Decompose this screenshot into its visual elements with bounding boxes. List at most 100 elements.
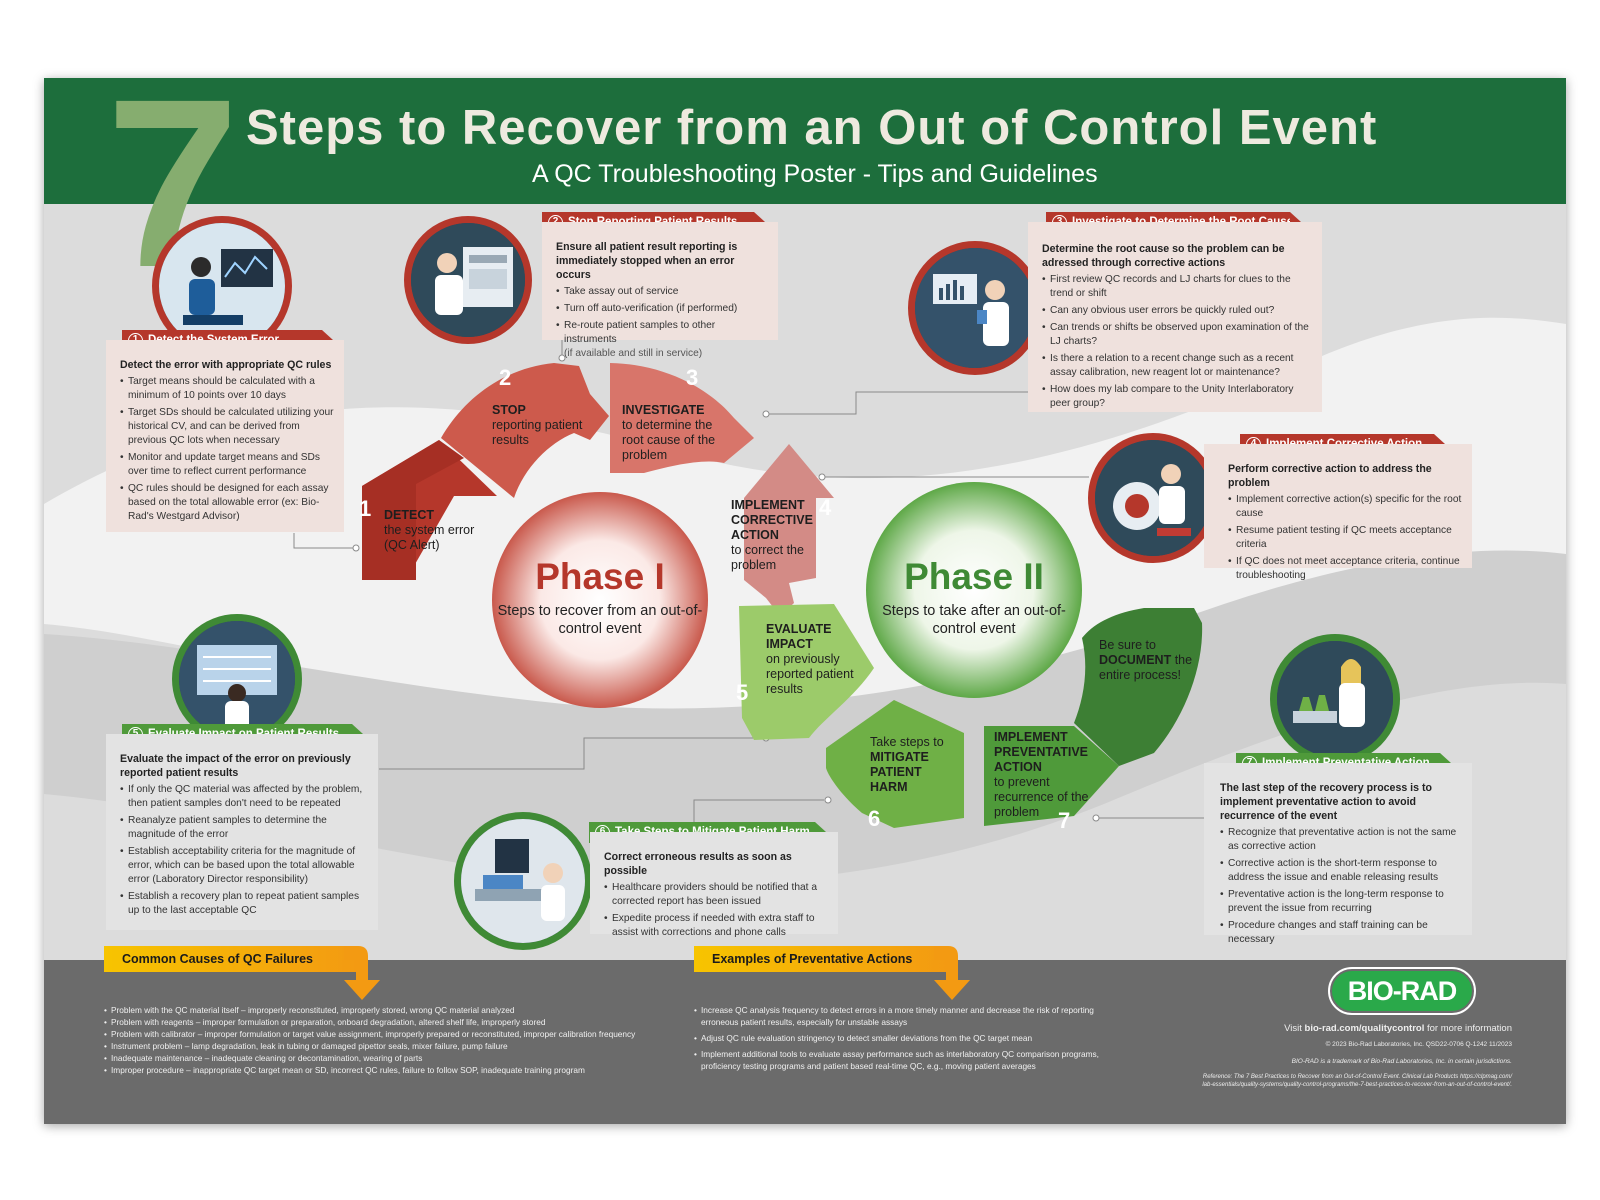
header-banner xyxy=(44,78,1566,204)
step-4-bullet: Implement corrective action(s) specific … xyxy=(1228,493,1462,521)
step-3-bullet: Can trends or shifts be observed upon ex… xyxy=(1042,321,1312,349)
phase-two-title: Phase II xyxy=(904,556,1044,597)
step-2-bullet: Take assay out of service xyxy=(556,285,768,299)
causes-list: Problem with the QC material itself – im… xyxy=(104,1004,664,1076)
step-2-illustration xyxy=(404,216,532,344)
step-6-illustration xyxy=(454,812,592,950)
segment-1-number: 1 xyxy=(359,496,372,521)
reference-line-1: Reference: The 7 Best Practices to Recov… xyxy=(1202,1074,1512,1080)
step-7-box: The last step of the recovery process is… xyxy=(1204,763,1472,945)
preventative-arrow-icon xyxy=(934,946,970,1000)
segment-7-number: 7 xyxy=(1058,808,1071,833)
step-1-bullet: Monitor and update target means and SDs … xyxy=(120,451,334,479)
preventative-item: Implement additional tools to evaluate a… xyxy=(694,1048,1104,1072)
cause-item: Inadequate maintenance – inadequate clea… xyxy=(104,1052,664,1064)
segment-3-shape xyxy=(610,363,754,473)
step-7-bullet: Recognize that preventative action is no… xyxy=(1220,826,1462,854)
trademark-text: BIO-RAD is a trademark of Bio-Rad Labora… xyxy=(1291,1058,1512,1065)
workstation-icon xyxy=(461,819,585,943)
segment-6-number: 6 xyxy=(868,806,881,831)
step-7-lead: The last step of the recovery process is… xyxy=(1220,782,1432,822)
step-3-bullet: Is there a relation to a recent change s… xyxy=(1042,352,1312,380)
step-6-bullet: Expedite process if needed with extra st… xyxy=(604,912,828,940)
preventative-item: Adjust QC rule evaluation stringency to … xyxy=(694,1032,1104,1044)
cause-item: Problem with the QC material itself – im… xyxy=(104,1004,664,1016)
step-2-bullet: Re-route patient samples to other instru… xyxy=(556,319,768,361)
centrifuge-icon xyxy=(1095,440,1211,556)
segment-7-shape xyxy=(984,726,1119,826)
step-5-bullet: Establish acceptability criteria for the… xyxy=(120,845,368,887)
preventative-item: Increase QC analysis frequency to detect… xyxy=(694,1004,1104,1028)
logo-ring xyxy=(1328,967,1476,1015)
poster-title: Steps to Recover from an Out of Control … xyxy=(246,101,1378,155)
step-1-lead: Detect the error with appropriate QC rul… xyxy=(120,359,332,371)
step-4-illustration xyxy=(1088,433,1218,563)
step-3-bullet: How does my lab compare to the Unity Int… xyxy=(1042,383,1312,411)
step-6-lead: Correct erroneous results as soon as pos… xyxy=(604,851,792,877)
step-7-bullet: Preventative action is the long-term res… xyxy=(1220,888,1462,916)
step-5-illustration xyxy=(172,614,302,744)
segment-4-shape xyxy=(744,444,834,616)
step-3-box: Determine the root cause so the problem … xyxy=(1028,222,1322,412)
step-2-box: Ensure all patient result reporting is i… xyxy=(542,222,778,359)
step-6-bullet: Healthcare providers should be notified … xyxy=(604,881,828,909)
segment-2-number: 2 xyxy=(499,365,512,390)
segment-2-shape xyxy=(441,363,609,498)
cause-item: Problem with reagents – improper formula… xyxy=(104,1016,664,1028)
step-2-lead: Ensure all patient result reporting is i… xyxy=(556,241,738,281)
step-6-box: Correct erroneous results as soon as pos… xyxy=(590,832,838,938)
step-3-illustration xyxy=(908,241,1042,375)
step-1-box: Detect the error with appropriate QC rul… xyxy=(106,340,344,532)
visit-link[interactable]: bio-rad.com/qualitycontrol xyxy=(1304,1023,1425,1034)
step-7-bullet: Procedure changes and staff training can… xyxy=(1220,919,1462,947)
poster-subtitle: A QC Troubleshooting Poster - Tips and G… xyxy=(532,160,1098,188)
step-7-bullet: Corrective action is the short-term resp… xyxy=(1220,857,1462,885)
segment-5-number: 5 xyxy=(736,680,749,705)
segment-5-shape xyxy=(739,604,874,740)
phase-one-title: Phase I xyxy=(535,556,665,597)
step-7-illustration xyxy=(1270,634,1400,764)
step-5-box: Evaluate the impact of the error on prev… xyxy=(106,734,378,930)
phase-one-text: Steps to recover from an out-of-control … xyxy=(497,603,703,637)
step-4-bullet: If QC does not meet acceptance criteria,… xyxy=(1228,555,1462,583)
phase-two-circle xyxy=(866,482,1082,698)
phase-two-text: Steps to take after an out-of-control ev… xyxy=(882,603,1066,637)
preventative-heading: Examples of Preventative Actions xyxy=(694,946,948,972)
step-3-lead: Determine the root cause so the problem … xyxy=(1042,243,1285,269)
step-1-bullet: Target SDs should be calculated utilizin… xyxy=(120,406,334,448)
step-4-lead: Perform corrective action to address the… xyxy=(1228,463,1432,489)
reference-line-2: lab-essentials/quality-systems/quality-c… xyxy=(1202,1082,1512,1088)
segment-doc-shape xyxy=(1074,608,1203,766)
cause-item: Improper procedure – inappropriate QC ta… xyxy=(104,1064,664,1076)
visit-line: Visit bio-rad.com/qualitycontrol for mor… xyxy=(1284,1023,1512,1034)
copyright-text: © 2023 Bio-Rad Laboratories, Inc. QSD22-… xyxy=(1325,1041,1512,1048)
step-1-bullet: Target means should be calculated with a… xyxy=(120,375,334,403)
step-3-bullet: First review QC records and LJ charts fo… xyxy=(1042,273,1312,301)
cycle-diagram xyxy=(293,328,1209,828)
bio-rad-logo[interactable]: BIO-RAD xyxy=(1332,971,1472,1011)
step-4-box: Perform corrective action to address the… xyxy=(1204,444,1472,581)
results-board-icon xyxy=(179,621,295,737)
step-5-bullet: Establish a recovery plan to repeat pati… xyxy=(120,890,368,918)
lab-technician-icon xyxy=(411,223,525,337)
phase-one-label: Phase I Steps to recover from an out-of-… xyxy=(492,556,708,638)
step-5-bullet: If only the QC material was affected by … xyxy=(120,783,368,811)
cause-item: Problem with calibrator – improper formu… xyxy=(104,1028,664,1040)
lab-flasks-icon xyxy=(1277,641,1393,757)
segment-6-shape xyxy=(826,700,964,828)
computer-analyst-icon xyxy=(159,223,285,349)
step-4-bullet: Resume patient testing if QC meets accep… xyxy=(1228,524,1462,552)
step-5-bullet: Reanalyze patient samples to determine t… xyxy=(120,814,368,842)
step-3-bullet: Can any obvious user errors be quickly r… xyxy=(1042,304,1312,318)
segment-3-number: 3 xyxy=(686,365,699,390)
phase-two-label: Phase II Steps to take after an out-of-c… xyxy=(866,556,1082,638)
phase-one-circle xyxy=(492,492,708,708)
